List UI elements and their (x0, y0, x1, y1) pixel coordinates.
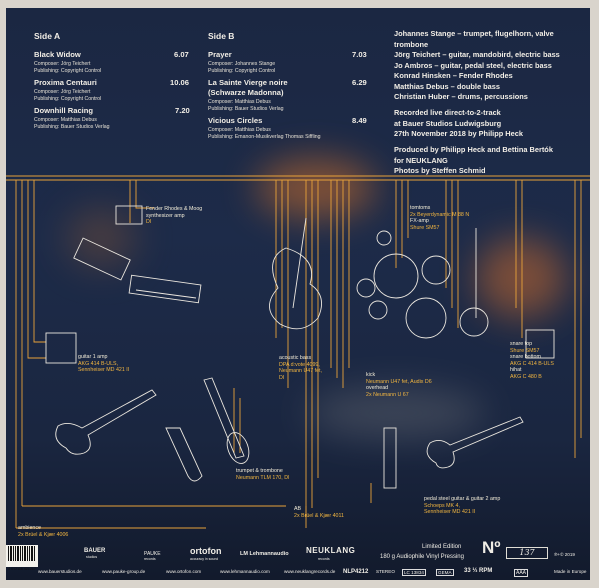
lc-code: LC 13834 (402, 569, 426, 576)
logo-sub: studios (86, 555, 98, 559)
double-bass-icon (269, 217, 323, 330)
guitar-icon (426, 416, 524, 469)
diagram-label-ab: AB 2x Brüel & Kjær 4011 (294, 506, 344, 519)
track-title: Black Widow (34, 50, 81, 59)
track-title: Downhill Racing (34, 106, 94, 115)
logo-lehmannaudio: LM Lehmannaudio (240, 551, 289, 557)
track-title: La Sainte Vierge noire (208, 78, 288, 87)
diagram-label-kick: kick Neumann U47 fet, Audix D6 overhead … (366, 372, 432, 398)
pressing-info: 180 g Audiophile Vinyl Pressing (380, 554, 464, 560)
track-composer: Composer: Matthias Debus (34, 117, 97, 123)
footer: 4 012116 421217 BAUER studios PAUKE reco… (6, 538, 590, 580)
gema-badge: GEMA (436, 569, 454, 576)
url[interactable]: www.neuklangrecords.de (284, 569, 336, 574)
copyright-year: ℗+© 2019 (554, 552, 575, 557)
logo-ortofon: ortofon (190, 546, 222, 556)
credit-line: Johannes Stange – trumpet, flugelhorn, v… (394, 29, 554, 38)
production-line: Photos by Steffen Schmid (394, 166, 486, 175)
track-duration: 7.03 (352, 50, 367, 59)
instrument-drawings (45, 205, 555, 489)
diagram-label-ambience: ambience 2x Brüel & Kjær 4006 (18, 525, 69, 538)
photo-glow (66, 208, 136, 268)
studio-setup-diagram (6, 175, 590, 529)
diagram-label-tomtoms: tomtoms 2x Beyerdynamic M 88 N FX-amp Sh… (410, 205, 470, 231)
track-publishing: Publishing: Copyright Control (208, 68, 276, 74)
credit-line: Konrad Hinsken – Fender Rhodes (394, 71, 513, 80)
diagram-label-trumpet: trumpet & trombone Neumann TLM 170, DI (236, 468, 290, 481)
track-duration: 10.06 (170, 78, 190, 87)
photo-glow (476, 238, 566, 318)
guitar-icon (55, 389, 157, 455)
drum-kit-icon (356, 228, 489, 339)
recording-line: at Bauer Studios Ludwigsburg (394, 118, 502, 128)
logo-neuklang: NEUKLANG (306, 546, 356, 555)
recording-line: 27th November 2018 by Philipp Heck (394, 129, 523, 138)
stereo-label: STEREO (376, 569, 395, 574)
amp-icon (525, 329, 555, 359)
production-line: Produced by Philipp Heck and Bettina Ber… (394, 145, 553, 154)
diagram-label-guitar1: guitar 1 amp AKG 414 B-ULS, Sennheiser M… (78, 354, 130, 374)
url[interactable]: www.lehmannaudio.com (220, 569, 270, 574)
number-box: 137 (506, 547, 548, 559)
logo-pauke: PAUKE (144, 551, 161, 557)
diagram-label-rhodes: Fender Rhodes & Moog synthesizer amp DI (146, 206, 203, 226)
side-b-heading: Side B (208, 31, 235, 41)
credit-line: Jo Ambros – guitar, pedal steel, electri… (394, 60, 552, 70)
pedal-steel-icon (383, 427, 397, 489)
credit-line: Matthias Debus – double bass (394, 81, 500, 91)
track-publishing: Publishing: Bauer Studios Verlag (208, 106, 284, 112)
track-publishing: Publishing: Copyright Control (34, 68, 102, 74)
side-a-heading: Side A (34, 31, 61, 41)
url[interactable]: www.bauerstudios.de (38, 569, 82, 574)
url[interactable]: www.ortofon.com (166, 569, 202, 574)
keyboard-icon (73, 205, 202, 304)
barcode: 4 012116 421217 (6, 545, 38, 571)
track-duration: 6.07 (174, 50, 189, 59)
logo-sub: records (318, 557, 330, 561)
credit-line: trombone (394, 39, 429, 49)
track-composer: Composer: Matthias Debus (208, 127, 271, 133)
track-composer: Composer: Jörg Teichert (34, 61, 91, 67)
credit-line: Jörg Teichert – guitar, mandobird, elect… (394, 50, 560, 59)
credit-line: Christian Huber – drums, percussions (394, 92, 528, 101)
logo-sub: accuracy in sound (190, 557, 219, 561)
trumpet-icon (165, 427, 203, 482)
track-title: Proxima Centauri (34, 78, 97, 87)
barcode-digits: 4 012116 421217 (8, 567, 36, 571)
barcode-icon (8, 546, 35, 561)
logo-bauer: BAUER (84, 548, 106, 554)
track-composer: Composer: Jörg Teichert (34, 89, 91, 95)
track-duration: 8.49 (352, 116, 367, 125)
signal-lines (6, 175, 590, 529)
rpm-label: 33 ⅓ RPM (464, 568, 493, 574)
logo-sub: records (144, 557, 156, 561)
production-line: for NEUKLANG (394, 155, 448, 165)
aaa-badge: AAA (514, 569, 529, 577)
track-subtitle: (Schwarze Madonna) (208, 88, 284, 97)
track-composer: Composer: Matthias Debus (208, 99, 271, 105)
limited-edition: Limited Edition (422, 544, 462, 550)
trombone-icon (203, 377, 250, 464)
amp-icon (45, 332, 77, 364)
track-publishing: Publishing: Copyright Control (34, 96, 102, 102)
track-title: Vicious Circles (208, 116, 263, 125)
edition-number: 137 (519, 548, 535, 557)
track-composer: Composer: Johannes Stange (208, 61, 276, 67)
url[interactable]: www.pauke-group.de (102, 569, 146, 574)
recording-line: Recorded live direct-to-2-track (394, 108, 501, 117)
track-publishing: Publishing: Emanon-Musikverlag Thomas Si… (208, 134, 321, 140)
diagram-label-snare: snare top Shure SM57 snare bottom AKG C … (510, 341, 554, 380)
track-duration: 6.29 (352, 78, 367, 87)
track-title: Prayer (208, 50, 232, 59)
track-duration: 7.20 (175, 106, 190, 115)
album-back-cover: Side A Black Widow 6.07 Composer: Jörg T… (6, 8, 590, 580)
catalog-number: NLP4212 (343, 569, 369, 575)
number-label: Nº (482, 538, 501, 557)
made-in: Made in Europe (554, 569, 587, 574)
track-publishing: Publishing: Bauer Studios Verlag (34, 124, 110, 130)
diagram-label-bass: acoustic bass DPA d:vote 4099, Neumann U… (279, 355, 322, 381)
diagram-label-pedal-steel: pedal steel guitar & guitar 2 amp Schoep… (424, 496, 501, 516)
